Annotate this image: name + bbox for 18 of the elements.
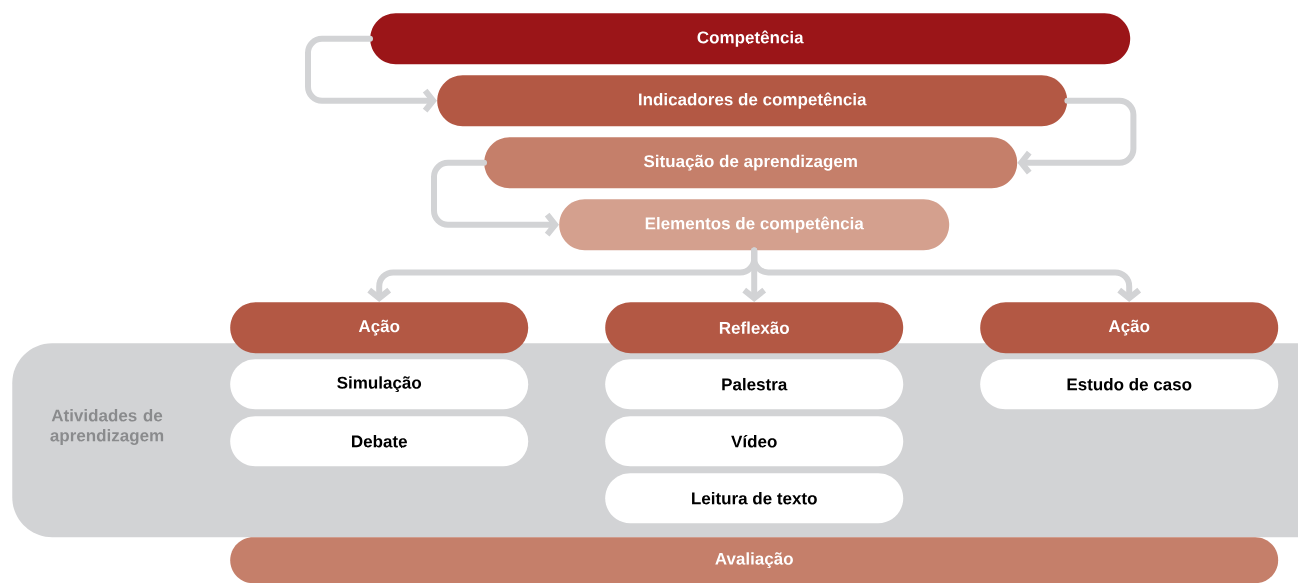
activity-box: Palestra: [605, 359, 904, 410]
activity-box: Simulação: [230, 359, 529, 410]
step-bar: Indicadores de competência: [437, 75, 1068, 127]
step-bar: Elementos de competência: [559, 199, 950, 251]
arrow: [305, 35, 437, 113]
evaluation-bar: Avaliação: [230, 537, 1279, 583]
arrow: [431, 159, 559, 237]
arrow: [1017, 97, 1137, 175]
column-header: Ação: [980, 302, 1279, 354]
title-bar: Competência: [370, 13, 1131, 65]
column-header: Ação: [230, 302, 529, 354]
step-bar: Situação de aprendizagem: [484, 137, 1018, 189]
activity-box: Debate: [230, 416, 529, 467]
activity-box: Estudo de caso: [980, 359, 1279, 410]
arrow: [751, 247, 1142, 302]
activity-box: Leitura de texto: [605, 473, 904, 524]
activity-box: Vídeo: [605, 416, 904, 467]
column-header: Reflexão: [605, 302, 904, 354]
